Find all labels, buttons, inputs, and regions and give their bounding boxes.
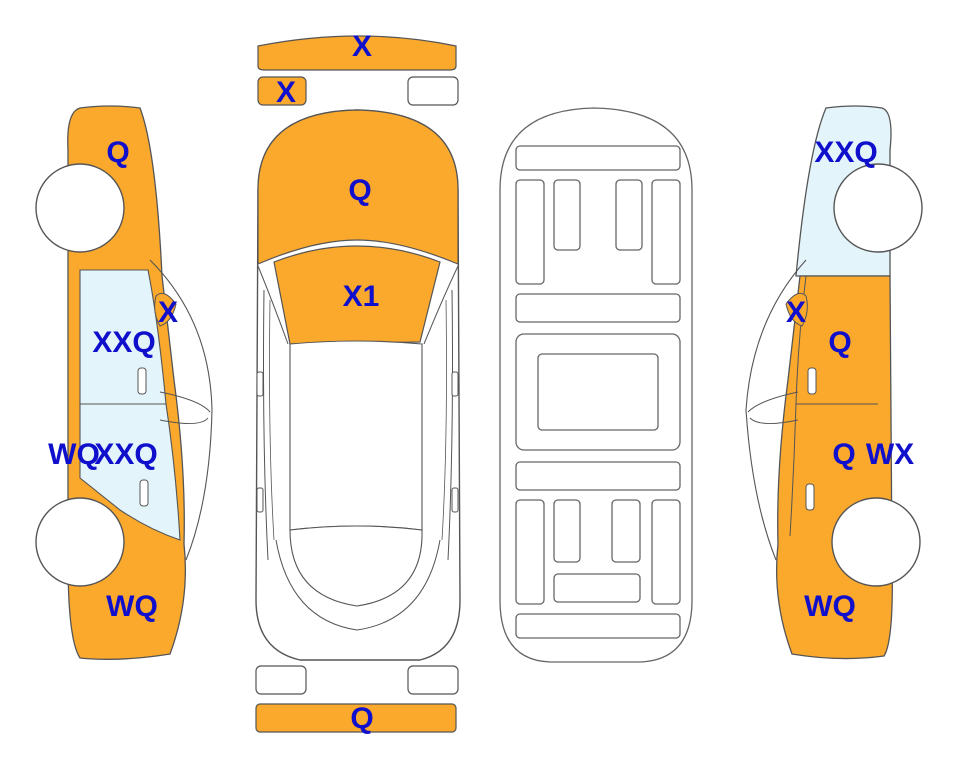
underside-view [499,107,693,663]
left-side-view: Q X XXQ WQ XXQ WQ [35,105,213,660]
label-left-rear-quarter: WQ [106,590,158,623]
front-right-corner-panel[interactable] [407,76,459,106]
windshield-panel[interactable] [273,245,441,345]
label-rear-bumper: Q [350,702,373,735]
right-mirror-panel[interactable] [785,292,808,327]
label-left-front-window: XXQ [92,326,155,359]
label-windshield: X1 [343,280,380,313]
label-right-rear-door-edge: WX [866,438,914,471]
label-left-mirror: X [158,296,178,329]
label-left-rear-door-edge: WQ [48,438,100,471]
label-hood: Q [348,174,371,207]
label-left-front-fender: Q [106,136,129,169]
label-right-mirror: X [786,296,806,329]
top-view: X X Q X1 Q [255,30,461,735]
label-front-left-small: X [276,76,296,109]
right-side-view: XXQ X Q Q WX WQ [745,105,923,660]
label-front-bumper: X [352,30,372,63]
label-right-front-fender: XXQ [814,136,877,169]
hood-panel[interactable] [257,109,459,265]
front-left-corner-panel[interactable] [257,76,307,106]
label-right-rear-quarter: WQ [804,590,856,623]
label-right-rear-door: Q [832,438,855,471]
left-mirror-panel[interactable] [154,292,177,327]
rear-bumper-panel[interactable] [255,703,457,733]
label-left-rear-window: XXQ [94,438,157,471]
label-right-front-door: Q [828,326,851,359]
front-bumper-panel[interactable] [257,35,457,71]
left-rear-window[interactable] [79,403,181,541]
